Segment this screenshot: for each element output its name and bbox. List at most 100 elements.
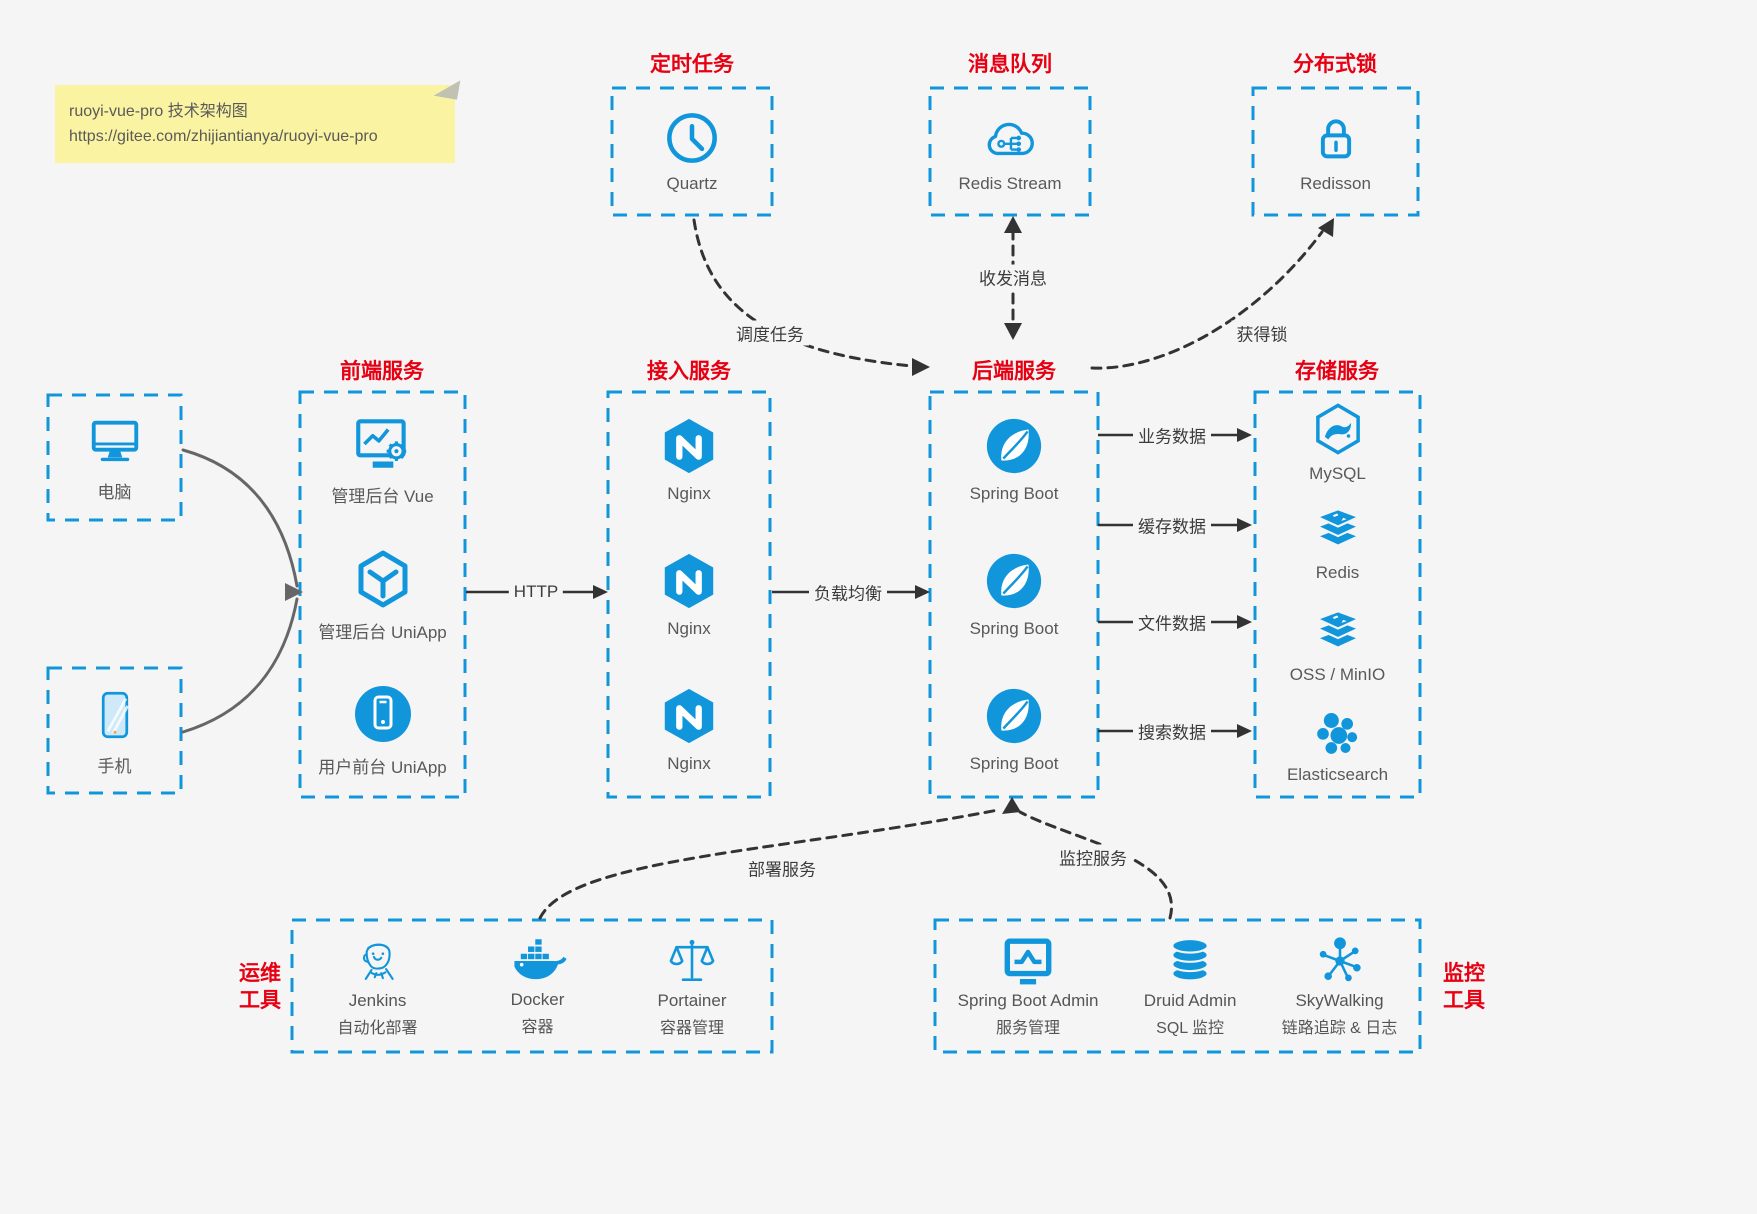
ops-tool-portainer: Portainer 容器管理: [658, 934, 727, 1038]
nginx-icon: [664, 418, 714, 474]
storage-item-label: MySQL: [1309, 464, 1366, 484]
tool-desc: SQL 监控: [1156, 1020, 1225, 1037]
redisson-label: Redisson: [1300, 174, 1371, 193]
note-title: ruoyi-vue-pro 技术架构图: [69, 103, 248, 120]
redis-icon: [1315, 508, 1360, 548]
edge-label-load-balance: 负载均衡: [809, 579, 887, 605]
ops-tool-jenkins: Jenkins 自动化部署: [338, 934, 418, 1038]
tool-name: Portainer: [657, 991, 727, 1010]
mobile-client-label: 手机: [97, 756, 132, 776]
gateway-item-nginx: Nginx: [608, 662, 770, 797]
storage-item-mysql: MySQL: [1255, 392, 1420, 493]
backend-column: Spring Boot Spring Boot Spring Boot: [930, 392, 1098, 797]
backend-item-springboot: Spring Boot: [930, 392, 1098, 527]
gateway-column: Nginx Nginx Nginx: [608, 392, 770, 797]
desktop-icon: [91, 420, 138, 461]
title-frontend: 前端服务: [340, 360, 424, 383]
edge-label-monitor: 监控服务: [1054, 844, 1132, 870]
backend-item-label: Spring Boot: [969, 754, 1059, 773]
edge-label-file-data: 文件数据: [1133, 609, 1211, 635]
docker-icon: [513, 939, 567, 980]
backend-item-springboot: Spring Boot: [930, 527, 1098, 662]
tool-name: Jenkins: [348, 991, 407, 1010]
storage-item-oss-minio: OSS / MinIO: [1255, 595, 1420, 696]
elasticsearch-icon: [1316, 712, 1357, 754]
backend-item-label: Spring Boot: [969, 619, 1059, 638]
tool-desc: 自动化部署: [337, 1020, 418, 1037]
pc-client-box: 电脑: [48, 395, 181, 520]
storage-item-redis: Redis: [1255, 493, 1420, 594]
tool-name: Druid Admin: [1143, 991, 1237, 1010]
admin-vue-icon: [355, 418, 406, 468]
frontend-item-user-uniapp: 用户前台 UniApp: [300, 662, 465, 797]
ops-tool-docker: Docker 容器: [509, 935, 567, 1037]
title-backend: 后端服务: [972, 360, 1056, 383]
ops-tools-box: Jenkins 自动化部署 Docker 容器: [292, 920, 772, 1052]
tool-name: Spring Boot Admin: [957, 991, 1099, 1010]
mobile-icon: [101, 691, 129, 738]
frontend-column: 管理后台 Vue 管理后台 UniApp 用户前台 UniApp: [300, 392, 465, 797]
gateway-item-nginx: Nginx: [608, 527, 770, 662]
storage-item-elasticsearch: Elasticsearch: [1255, 696, 1420, 797]
edge-label-schedule: 调度任务: [731, 320, 809, 346]
storage-item-label: OSS / MinIO: [1289, 664, 1386, 684]
frontend-item-label: 管理后台 Vue: [331, 486, 434, 506]
spring-icon: [986, 688, 1042, 744]
sticky-note: ruoyi-vue-pro 技术架构图 https://gitee.com/zh…: [55, 85, 455, 163]
edge-label-business-data: 业务数据: [1133, 422, 1211, 448]
uniapp-cube-icon: [358, 550, 407, 607]
sba-monitor-icon: [1004, 938, 1052, 985]
frontend-item-admin-vue: 管理后台 Vue: [300, 392, 465, 527]
storage-item-label: Redis: [1315, 563, 1360, 583]
gateway-item-label: Nginx: [667, 484, 711, 503]
frontend-item-admin-uniapp: 管理后台 UniApp: [300, 527, 465, 662]
redis-stream-box: Redis Stream: [930, 88, 1090, 215]
pc-client-label: 电脑: [97, 482, 132, 502]
skywalking-icon: [1319, 937, 1361, 982]
gateway-item-label: Nginx: [667, 754, 711, 773]
spring-icon: [986, 553, 1042, 609]
tool-desc: 链路追踪 & 日志: [1281, 1020, 1398, 1037]
title-gateway: 接入服务: [647, 360, 731, 383]
oss-icon: [1315, 609, 1360, 649]
tool-name: Docker: [510, 990, 565, 1009]
nginx-icon: [664, 553, 714, 609]
title-scheduled-tasks: 定时任务: [650, 53, 734, 76]
tool-desc: 容器: [521, 1019, 554, 1036]
mysql-icon: [1315, 403, 1360, 455]
monitor-tool-sba: Spring Boot Admin 服务管理: [957, 934, 1099, 1038]
title-distributed-lock: 分布式锁: [1293, 53, 1377, 76]
frontend-item-label: 管理后台 UniApp: [318, 622, 447, 642]
backend-item-label: Spring Boot: [969, 484, 1059, 503]
edge-label-search-data: 搜索数据: [1133, 718, 1211, 744]
user-app-icon: [354, 685, 411, 742]
edge-label-http: HTTP: [508, 582, 564, 602]
backend-item-springboot: Spring Boot: [930, 662, 1098, 797]
jenkins-icon: [362, 943, 394, 980]
edge-label-deploy: 部署服务: [743, 855, 821, 881]
gateway-item-label: Nginx: [667, 619, 711, 638]
monitor-tool-skywalking: SkyWalking 链路追踪 & 日志: [1281, 934, 1398, 1038]
gateway-item-nginx: Nginx: [608, 392, 770, 527]
title-monitor-tools: 监控 工具: [1443, 962, 1485, 1012]
tool-desc: 服务管理: [996, 1020, 1061, 1037]
storage-column: MySQL Redis OSS / Mi: [1255, 392, 1420, 797]
monitor-tool-druid: Druid Admin SQL 监控: [1143, 934, 1237, 1038]
redis-stream-label: Redis Stream: [958, 174, 1062, 193]
redisson-box: Redisson: [1253, 88, 1418, 215]
monitor-tools-box: Spring Boot Admin 服务管理 Druid Admin SQL 监…: [935, 920, 1420, 1052]
title-ops-tools: 运维 工具: [239, 962, 281, 1012]
title-message-queue: 消息队列: [968, 53, 1052, 76]
clock-icon: [667, 113, 717, 163]
frontend-item-label: 用户前台 UniApp: [318, 757, 447, 777]
mobile-client-box: 手机: [48, 668, 181, 793]
portainer-icon: [669, 939, 715, 981]
edge-label-lock: 获得锁: [1231, 320, 1293, 346]
nginx-icon: [664, 688, 714, 744]
quartz-label: Quartz: [666, 174, 718, 193]
spring-icon: [986, 418, 1042, 474]
tool-desc: 容器管理: [660, 1020, 725, 1037]
storage-item-label: Elasticsearch: [1286, 764, 1389, 784]
lock-icon: [1320, 119, 1351, 159]
